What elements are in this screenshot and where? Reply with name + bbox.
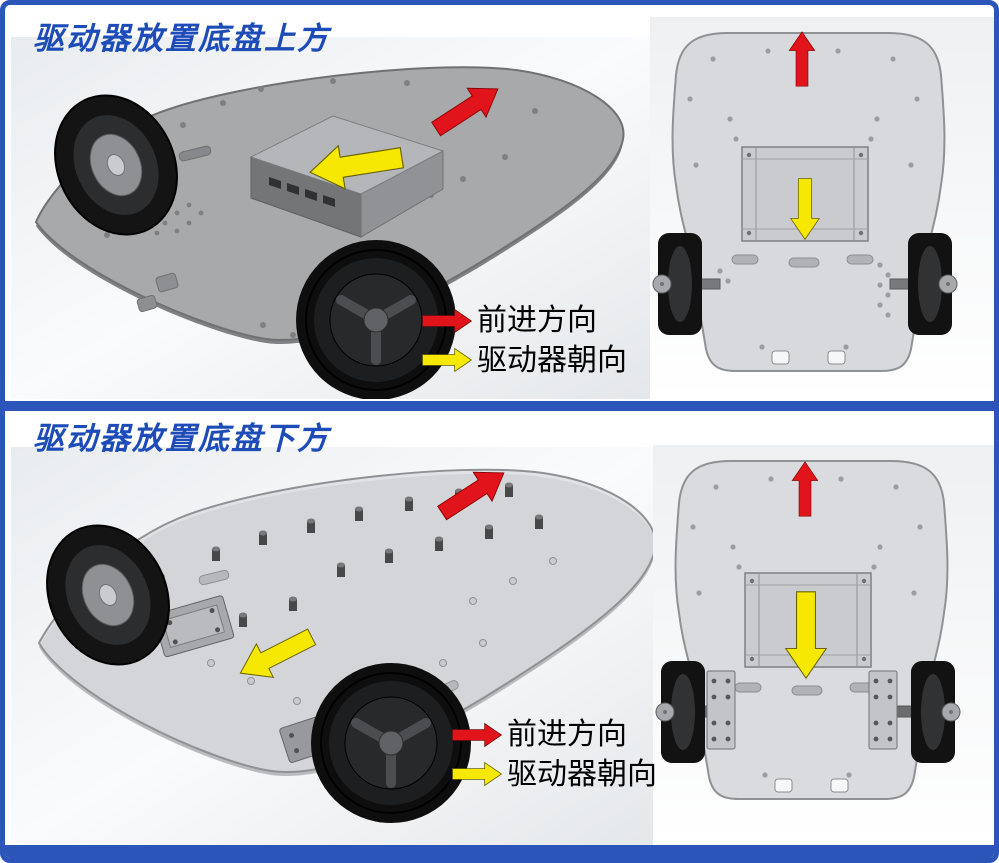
forward-arrow-icon bbox=[452, 722, 502, 747]
legend-row-forward: 前进方向 bbox=[451, 719, 657, 751]
left-hub-center bbox=[660, 282, 664, 286]
left-hub-center bbox=[663, 710, 667, 714]
driver-box bbox=[249, 115, 445, 238]
section-divider bbox=[5, 401, 994, 411]
motor-bracket-right bbox=[868, 670, 898, 750]
legend-driver-label: 驱动器朝向 bbox=[477, 343, 627, 377]
right-hub-center bbox=[949, 710, 953, 714]
driver-box-connectors bbox=[269, 177, 335, 207]
right-hub-center bbox=[946, 282, 950, 286]
legend-row-driver: 驱动器朝向 bbox=[421, 343, 627, 377]
right-wheel bbox=[311, 663, 471, 823]
driver-arrow-icon bbox=[452, 762, 502, 787]
legend-driver-below: 前进方向 驱动器朝向 bbox=[451, 719, 657, 790]
motor-bracket-left bbox=[153, 595, 235, 658]
legend-row-driver: 驱动器朝向 bbox=[451, 757, 657, 791]
driver-arrow-icon bbox=[422, 348, 472, 373]
section-title-driver-below: 驱动器放置底盘下方 bbox=[33, 421, 330, 456]
legend-driver-above: 前进方向 驱动器朝向 bbox=[421, 305, 627, 376]
top-view-driver-above bbox=[650, 17, 994, 399]
top-view-driver-below bbox=[653, 445, 994, 845]
iso-view-driver-below bbox=[11, 447, 661, 847]
bottom-frame-bar bbox=[5, 845, 994, 858]
legend-forward-label: 前进方向 bbox=[477, 304, 597, 337]
section-title-driver-above: 驱动器放置底盘上方 bbox=[33, 21, 330, 56]
standoff-spacers bbox=[212, 482, 543, 627]
forward-arrow-icon bbox=[422, 308, 472, 333]
legend-row-forward: 前进方向 bbox=[421, 305, 627, 337]
legend-forward-label: 前进方向 bbox=[507, 718, 627, 751]
legend-driver-label: 驱动器朝向 bbox=[507, 757, 657, 791]
motor-bracket-left bbox=[706, 670, 736, 750]
iso-view-driver-above bbox=[11, 37, 651, 399]
chassis-plate-translucent bbox=[37, 468, 657, 777]
